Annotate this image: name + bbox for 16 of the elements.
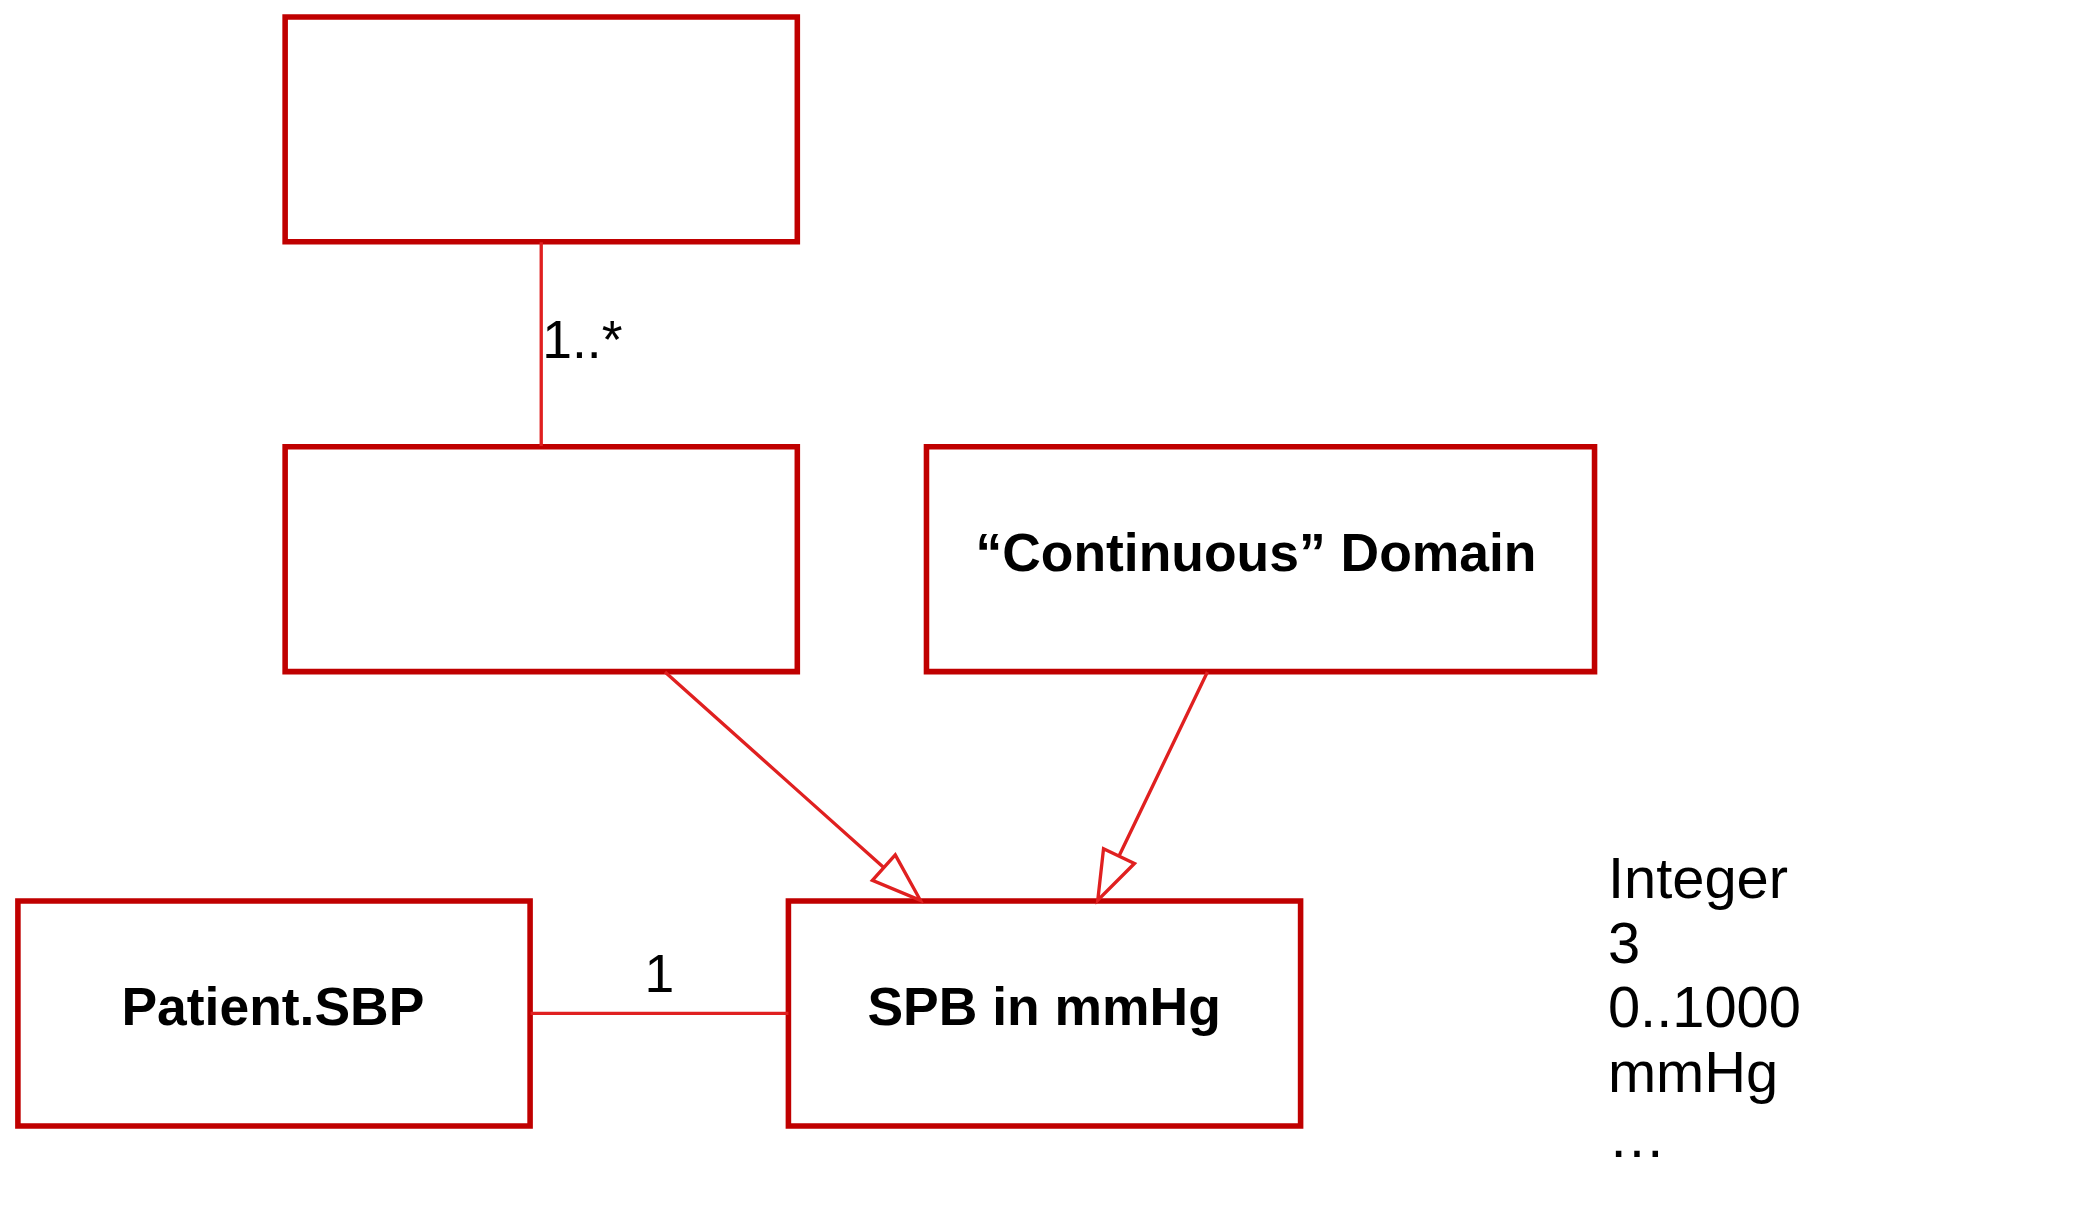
edge-label: 1	[643, 943, 674, 1003]
node-box: SPB in mmHg	[785, 898, 1303, 1129]
connector	[539, 242, 543, 447]
arrow	[663, 670, 924, 904]
label: 0..1000	[1607, 975, 1801, 1040]
node-box	[281, 443, 800, 675]
label: Integer	[1607, 846, 1788, 911]
edge-label: 1..*	[541, 310, 623, 370]
label: 3	[1607, 910, 1640, 975]
node-box	[281, 14, 800, 245]
connector	[530, 1011, 788, 1016]
node-box: “Continuous” Domain	[923, 443, 1597, 675]
label: …	[1607, 1104, 1666, 1169]
label: mmHg	[1607, 1040, 1778, 1105]
node-box: Patient.SBP	[14, 898, 533, 1129]
arrow	[1095, 671, 1209, 905]
